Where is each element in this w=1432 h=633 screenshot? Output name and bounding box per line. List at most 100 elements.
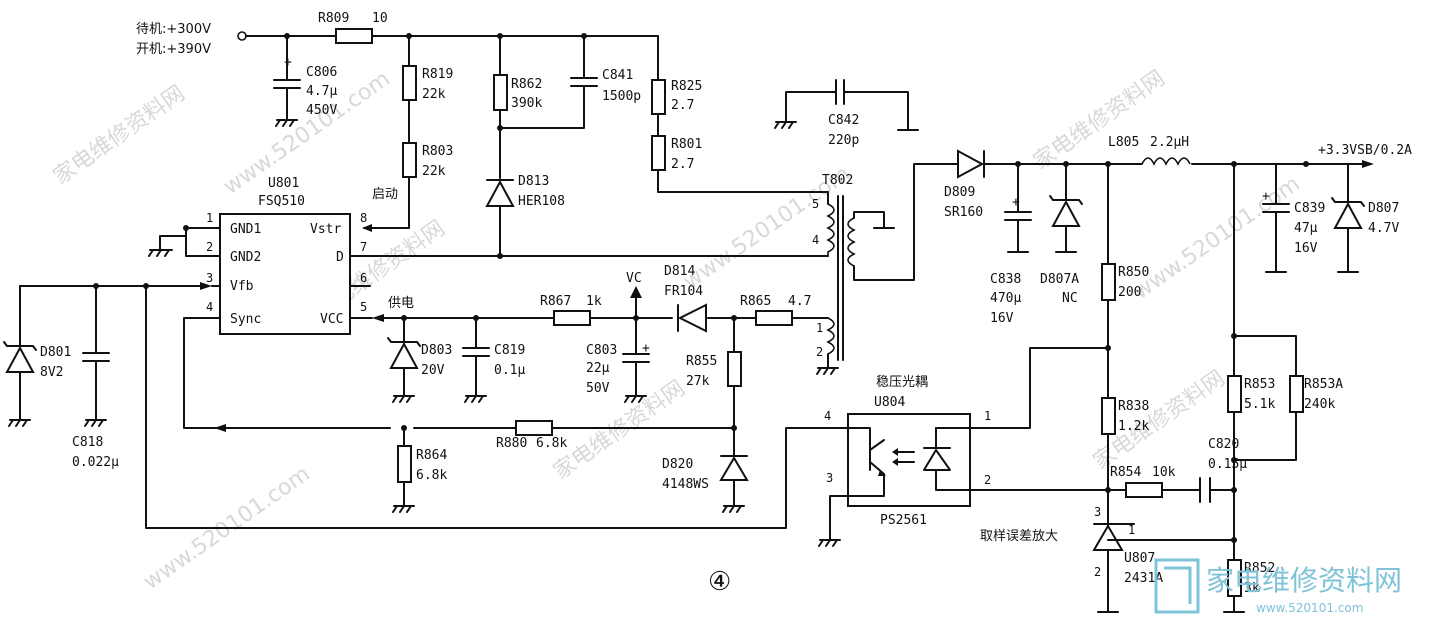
- svg-text:R852: R852: [1244, 561, 1275, 576]
- svg-text:4.7μ: 4.7μ: [306, 84, 337, 99]
- svg-text:C803: C803: [586, 343, 617, 358]
- svg-text:L805: L805: [1108, 135, 1139, 150]
- svg-text:+: +: [284, 55, 292, 70]
- svg-text:D809: D809: [944, 185, 975, 200]
- svg-text:16V: 16V: [1294, 241, 1318, 256]
- svg-text:3: 3: [206, 271, 213, 285]
- svg-text:Vfb: Vfb: [230, 279, 254, 294]
- svg-text:C839: C839: [1294, 201, 1325, 216]
- resistor-R880: R880 6.8k: [496, 420, 567, 451]
- capacitor-C838: + C838 470μ 16V: [990, 195, 1032, 326]
- svg-text:2.7: 2.7: [671, 98, 694, 113]
- capacitor-C841: C841 1500p: [570, 68, 641, 104]
- svg-text:4.7V: 4.7V: [1368, 221, 1399, 236]
- diode-D813: D813 HER108: [485, 174, 565, 209]
- svg-text:4.7: 4.7: [788, 294, 811, 309]
- supply-standby-label: 待机:+300V: [136, 22, 211, 37]
- resistor-R853A: R853A 240k: [1289, 375, 1343, 413]
- capacitor-C803: + C803 22μ 50V: [586, 341, 650, 396]
- svg-text:R853A: R853A: [1304, 377, 1343, 392]
- svg-text:1: 1: [206, 211, 213, 225]
- svg-text:VCC: VCC: [320, 312, 343, 327]
- svg-text:1k: 1k: [586, 294, 602, 309]
- svg-text:D803: D803: [421, 343, 452, 358]
- svg-text:10k: 10k: [1152, 465, 1176, 480]
- svg-text:D: D: [336, 250, 344, 265]
- svg-text:D813: D813: [518, 174, 549, 189]
- svg-text:5.1k: 5.1k: [1244, 397, 1275, 412]
- capacitor-C818: C818 0.022μ: [72, 352, 119, 470]
- svg-text:C806: C806: [306, 65, 337, 80]
- resistor-R865: R865 4.7: [740, 294, 811, 326]
- svg-text:NC: NC: [1062, 291, 1078, 306]
- svg-text:GND2: GND2: [230, 250, 261, 265]
- svg-text:6.8k: 6.8k: [416, 468, 447, 483]
- svg-text:16V: 16V: [990, 311, 1014, 326]
- error-amp-note: 取样误差放大: [980, 529, 1058, 544]
- svg-text:HER108: HER108: [518, 194, 565, 209]
- ic-U801: U801 FSQ510 GND1 GND2 Vfb Sync Vstr D VC…: [206, 176, 367, 335]
- transformer-T802: T802 5 4 1 2: [812, 173, 856, 361]
- svg-text:0.022μ: 0.022μ: [72, 455, 119, 470]
- svg-text:C842: C842: [828, 113, 859, 128]
- shunt-regulator-U807: 3 1 2 U807 2431A: [1092, 505, 1235, 586]
- svg-text:C819: C819: [494, 343, 525, 358]
- svg-text:4: 4: [812, 233, 819, 247]
- svg-text:www.520101.com: www.520101.com: [1129, 171, 1305, 304]
- diode-D807A: D807A NC: [1040, 195, 1083, 306]
- output-label: +3.3VSB/0.2A: [1318, 143, 1412, 158]
- svg-text:22μ: 22μ: [586, 361, 610, 376]
- resistor-R819: R819 22k: [402, 65, 453, 102]
- svg-text:C818: C818: [72, 435, 103, 450]
- svg-text:D801: D801: [40, 345, 71, 360]
- svg-text:6: 6: [360, 271, 367, 285]
- supply-on-label: 开机:+390V: [136, 42, 211, 57]
- svg-text:R853: R853: [1244, 377, 1275, 392]
- resistor-R850: R850 200: [1101, 263, 1149, 301]
- resistor-R852: R852 3k: [1227, 559, 1275, 597]
- svg-text:50V: 50V: [586, 381, 610, 396]
- capacitor-C839: + C839 47μ 16V: [1262, 189, 1325, 256]
- svg-text:2.2μH: 2.2μH: [1150, 135, 1189, 150]
- diode-D803: D803 20V: [387, 337, 452, 378]
- svg-text:家电维修资料网: 家电维修资料网: [1206, 564, 1402, 597]
- svg-text:R854: R854: [1110, 465, 1141, 480]
- svg-text:Sync: Sync: [230, 312, 261, 327]
- capacitor-C806: + C806 4.7μ 450V: [273, 55, 337, 127]
- svg-text:3: 3: [826, 471, 833, 485]
- svg-text:240k: 240k: [1304, 397, 1335, 412]
- optocoupler-U804: U804 PS2561 4 3 1 2: [824, 395, 991, 528]
- svg-text:D820: D820: [662, 457, 693, 472]
- diode-D809: D809 SR160: [944, 149, 985, 220]
- svg-text:4148WS: 4148WS: [662, 477, 709, 492]
- svg-text:5: 5: [812, 197, 819, 211]
- svg-text:0.1μ: 0.1μ: [494, 363, 525, 378]
- svg-text:4: 4: [206, 300, 213, 314]
- svg-text:U804: U804: [874, 395, 905, 410]
- resistor-R803: R803 22k: [402, 142, 453, 179]
- svg-text:R803: R803: [422, 144, 453, 159]
- svg-text:R819: R819: [422, 67, 453, 82]
- svg-text:R838: R838: [1118, 399, 1149, 414]
- svg-text:FSQ510: FSQ510: [258, 194, 305, 209]
- svg-text:22k: 22k: [422, 164, 446, 179]
- site-logo: 家电维修资料网 www.520101.com: [1154, 558, 1402, 615]
- resistor-R854: R854 10k: [1110, 465, 1176, 498]
- resistor-R801: R801 2.7: [651, 135, 702, 172]
- svg-text:20V: 20V: [421, 363, 445, 378]
- svg-text:1: 1: [984, 409, 991, 423]
- svg-text:FR104: FR104: [664, 284, 703, 299]
- svg-text:2431A: 2431A: [1124, 571, 1163, 586]
- capacitor-C819: C819 0.1μ: [462, 343, 525, 378]
- svg-text:2: 2: [984, 473, 991, 487]
- svg-text:390k: 390k: [511, 96, 542, 111]
- resistor-R864: R864 6.8k: [397, 445, 447, 483]
- svg-text:2.7: 2.7: [671, 157, 694, 172]
- svg-text:www.520101.com: www.520101.com: [1256, 601, 1363, 615]
- svg-text:C820: C820: [1208, 437, 1239, 452]
- svg-text:8: 8: [360, 211, 367, 225]
- svg-text:+: +: [1262, 189, 1270, 204]
- resistor-R867: R867 1k: [540, 294, 602, 326]
- svg-text:7: 7: [360, 240, 367, 254]
